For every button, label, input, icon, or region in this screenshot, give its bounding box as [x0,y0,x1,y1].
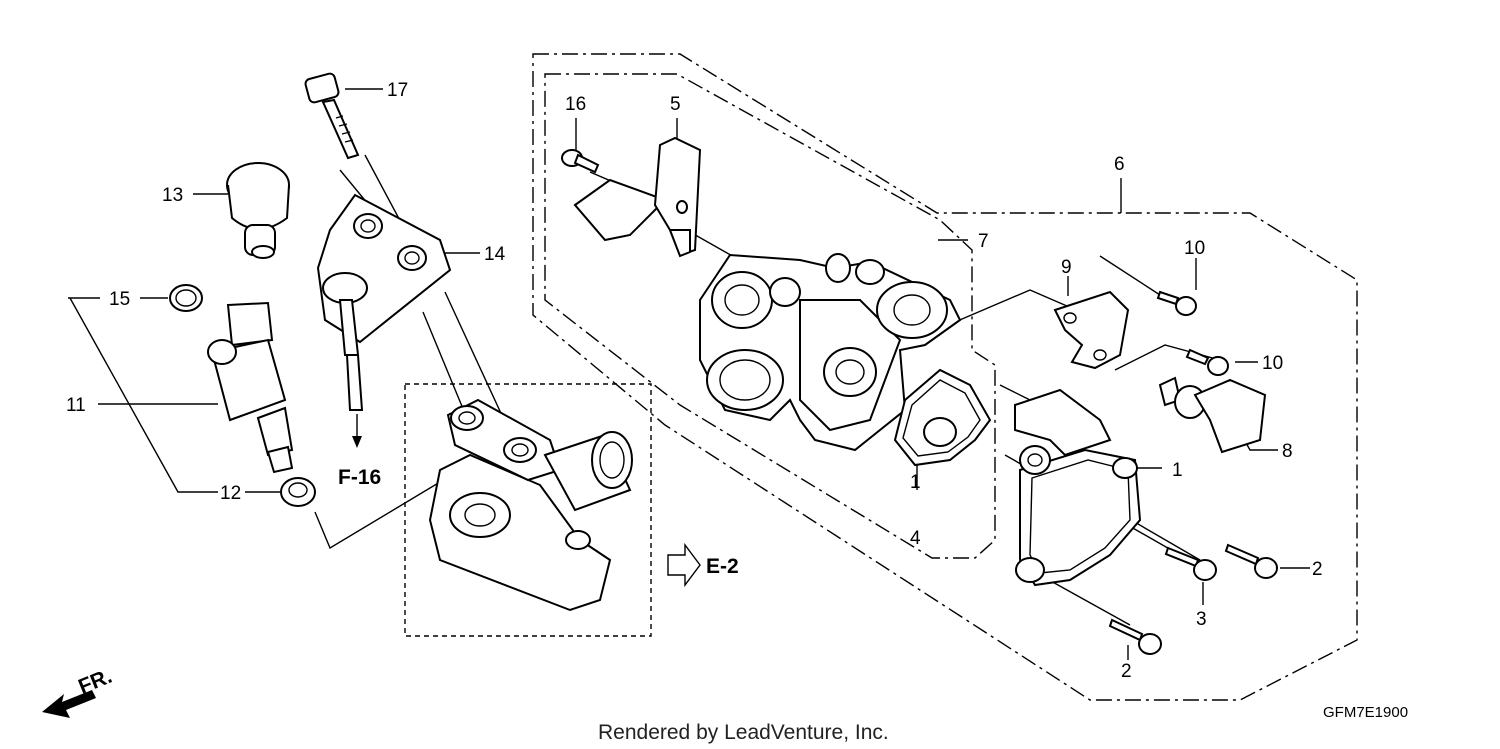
screw-2-right[interactable] [1224,543,1278,579]
ref-label-f16[interactable]: F-16 [338,466,381,489]
clip-9[interactable] [1053,290,1130,370]
callout-14: 14 [484,244,506,265]
diagram-code: GFM7E1900 [1323,704,1408,721]
screw-10-lower[interactable] [1185,348,1229,376]
o-ring-15[interactable] [169,284,203,312]
callout-2-lower: 2 [1121,661,1132,682]
gasket-4[interactable] [893,368,992,467]
sensor-1[interactable] [1014,388,1142,587]
callout-1: 1 [1172,460,1183,481]
screw-10-upper[interactable] [1156,290,1197,316]
callout-17: 17 [387,80,408,101]
callout-6: 6 [1114,154,1125,175]
intake-joint[interactable] [428,398,633,612]
callout-11: 11 [66,395,86,416]
front-arrow-icon [42,690,96,718]
callout-13: 13 [162,185,183,206]
callout-16: 16 [565,94,586,115]
screw-16[interactable] [561,149,600,174]
subassembly-box [404,383,652,637]
callout-7: 7 [978,231,989,252]
seal-12[interactable] [280,477,316,507]
callout-15: 15 [109,289,130,310]
ref-arrow-e2 [667,542,701,588]
callout-10-lower: 10 [1262,353,1283,374]
bracket-5[interactable] [573,136,702,258]
callout-3: 3 [1196,609,1207,630]
injector-11[interactable] [207,301,294,474]
callout-4: 4 [910,528,921,549]
screw-3[interactable] [1164,546,1217,581]
screw-2-lower[interactable] [1108,618,1162,655]
callout-2-right: 2 [1312,559,1323,580]
front-label: FR. [75,665,115,699]
callout-10-upper: 10 [1184,238,1205,259]
sensor-8[interactable] [1158,376,1267,454]
throttle-body[interactable] [699,253,962,452]
mount-plate-14[interactable] [316,193,452,448]
callout-9: 9 [1061,257,1072,278]
callout-8: 8 [1282,441,1293,462]
cap-13[interactable] [226,162,290,259]
callout-1-gasket: 1 [910,472,921,493]
callout-12: 12 [220,483,241,504]
credit-text: Rendered by LeadVenture, Inc. [598,721,889,744]
callout-5: 5 [670,94,681,115]
ref-label-e2[interactable]: E-2 [706,555,739,578]
assembly-outline-6 [532,53,1358,701]
bolt-17[interactable] [304,72,360,160]
assembly-outline-7 [544,73,996,559]
